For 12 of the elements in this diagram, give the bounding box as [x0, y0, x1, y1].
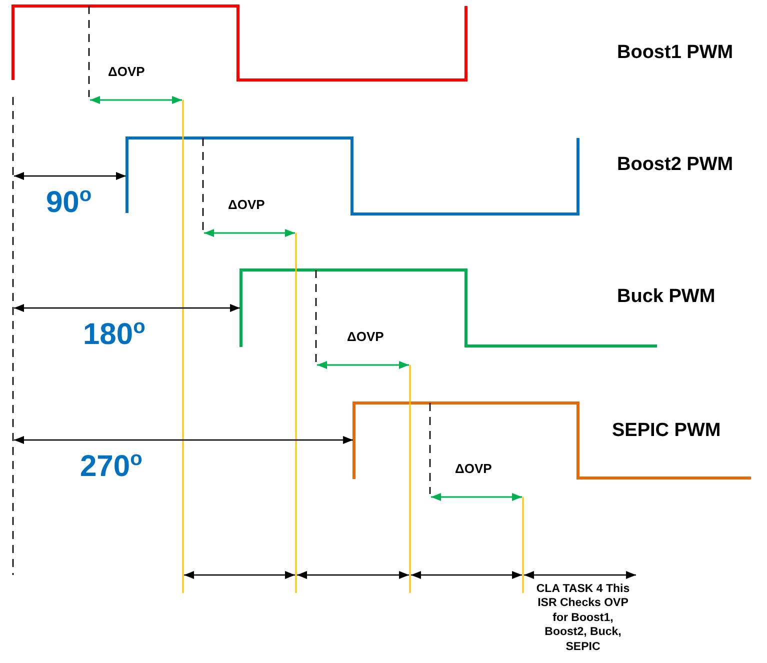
signal-label: Buck PWM	[617, 287, 716, 308]
phase-angle-label: 90$^{o}$	[46, 184, 92, 219]
delta-label: ΔOVP	[347, 330, 384, 344]
signal-label: Boost1 PWM	[617, 43, 734, 64]
signal-label: SEPIC PWM	[612, 421, 721, 442]
delta-label: ΔOVP	[228, 198, 265, 212]
delta-label: ΔOVP	[108, 65, 145, 80]
signal-label: Boost2 PWM	[617, 155, 734, 176]
phase-angle-label: 180$^{o}$	[83, 316, 146, 351]
delta-label: ΔOVP	[455, 462, 492, 476]
phase-angle-label: 270$^{o}$	[80, 448, 142, 483]
note-text: CLA TASK 4 This ISR Checks OVP for Boost1, Boost2, Buck, SEPIC	[535, 582, 631, 654]
